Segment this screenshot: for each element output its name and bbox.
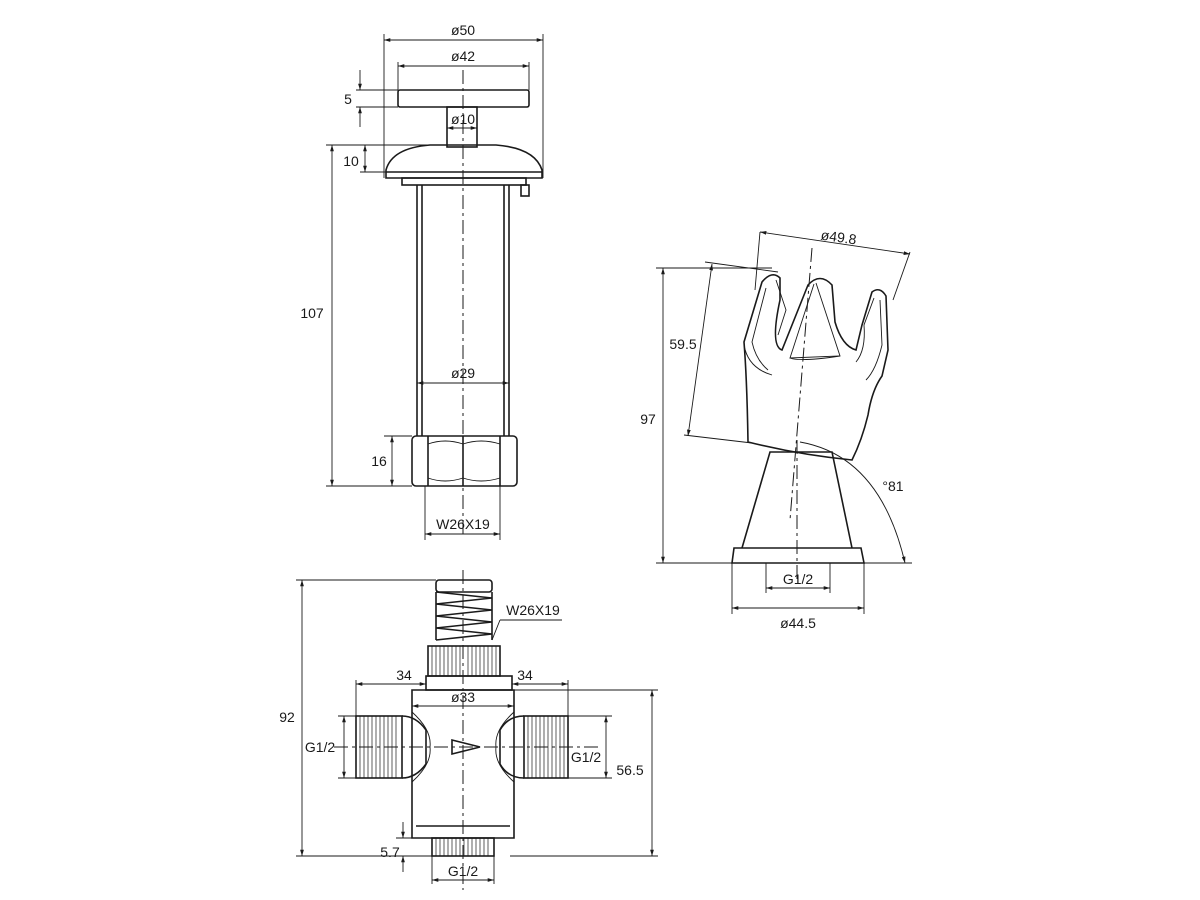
spray-head-view xyxy=(656,231,912,614)
dim-label-56-5: 56.5 xyxy=(616,762,643,778)
dim-label-d49-8: ø49.8 xyxy=(820,227,858,248)
dim-label-d42: ø42 xyxy=(451,48,475,64)
dim-label-16: 16 xyxy=(371,453,387,469)
bottom-port-thread xyxy=(435,838,489,856)
dim-label-g12-bottom: G1/2 xyxy=(448,863,479,879)
dim-label-34-left: 34 xyxy=(396,667,412,683)
dim-label-d10: ø10 xyxy=(451,111,475,127)
dim-label-g12-right: G1/2 xyxy=(571,749,602,765)
dim-label-w26x19-top: W26X19 xyxy=(436,516,490,532)
push-button-view xyxy=(326,34,544,540)
dim-label-w26x19-body: W26X19 xyxy=(506,602,560,618)
dim-label-5: 5 xyxy=(344,91,352,107)
neck-thread xyxy=(431,646,497,676)
dim-label-92: 92 xyxy=(279,709,295,725)
dim-label-d29: ø29 xyxy=(451,365,475,381)
dim-label-d33: ø33 xyxy=(451,689,475,705)
dim-label-34-right: 34 xyxy=(517,667,533,683)
dim-label-97: 97 xyxy=(640,411,656,427)
dim-label-10: 10 xyxy=(343,153,359,169)
dim-label-107: 107 xyxy=(300,305,324,321)
dim-label-g12-mount: G1/2 xyxy=(783,571,814,587)
dim-label-d50: ø50 xyxy=(451,22,475,38)
valve-body-view xyxy=(296,570,658,890)
angle-label-81: °81 xyxy=(882,478,903,494)
dim-label-g12-left: G1/2 xyxy=(305,739,336,755)
dim-label-d44-5: ø44.5 xyxy=(780,615,816,631)
dim-label-5-7: 5.7 xyxy=(380,844,400,860)
dim-label-59-5: 59.5 xyxy=(669,336,696,352)
